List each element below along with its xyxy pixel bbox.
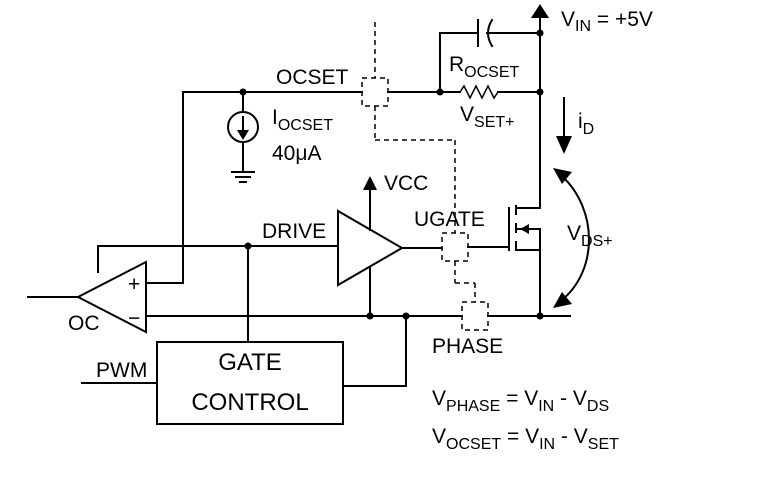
vcc-label: VCC <box>384 172 428 195</box>
down-arrow-icon <box>556 136 572 154</box>
gate-label: GATE <box>218 349 282 376</box>
mosfet <box>467 91 541 317</box>
gate-control-block <box>81 245 407 425</box>
vcc-arrow-icon <box>363 176 377 190</box>
control-label: CONTROL <box>191 389 308 416</box>
ugate-label: UGATE <box>414 208 485 231</box>
vin-arrow-icon <box>531 4 549 18</box>
id-arrow <box>556 97 572 154</box>
vin-supply <box>531 4 549 93</box>
phase-label: PHASE <box>432 335 503 358</box>
ocset-line <box>182 84 541 284</box>
pwm-label: PWM <box>96 359 147 382</box>
minus-sign: − <box>128 307 140 330</box>
id-label: iD <box>578 110 594 138</box>
vds-arrow-top-icon <box>553 168 572 184</box>
vset-label: VSET+ <box>460 103 514 131</box>
current-arrow-icon <box>237 130 249 140</box>
plus-sign: + <box>128 273 140 296</box>
iocset-label: IOCSET <box>272 106 333 134</box>
current-source <box>227 91 259 183</box>
junctions <box>239 29 544 320</box>
capacitor <box>439 18 541 93</box>
vds-arrow <box>553 168 590 308</box>
vin-label: VIN = +5V <box>561 8 653 35</box>
drive-label: DRIVE <box>262 220 326 243</box>
equation-vphase: VPHASE = VIN - VDS <box>432 387 609 415</box>
oc-label: OC <box>68 312 100 335</box>
driver-buffer <box>97 176 443 317</box>
ocset-label: OCSET <box>276 66 349 89</box>
iocset-value: 40μA <box>272 142 321 165</box>
vds-arrow-bottom-icon <box>553 292 572 308</box>
rocset-label: ROCSET <box>449 53 520 81</box>
vds-label: VDS+ <box>567 222 613 250</box>
equation-vocset: VOCSET = VIN - VSET <box>432 425 619 453</box>
mosfet-arrow-icon <box>520 224 529 234</box>
